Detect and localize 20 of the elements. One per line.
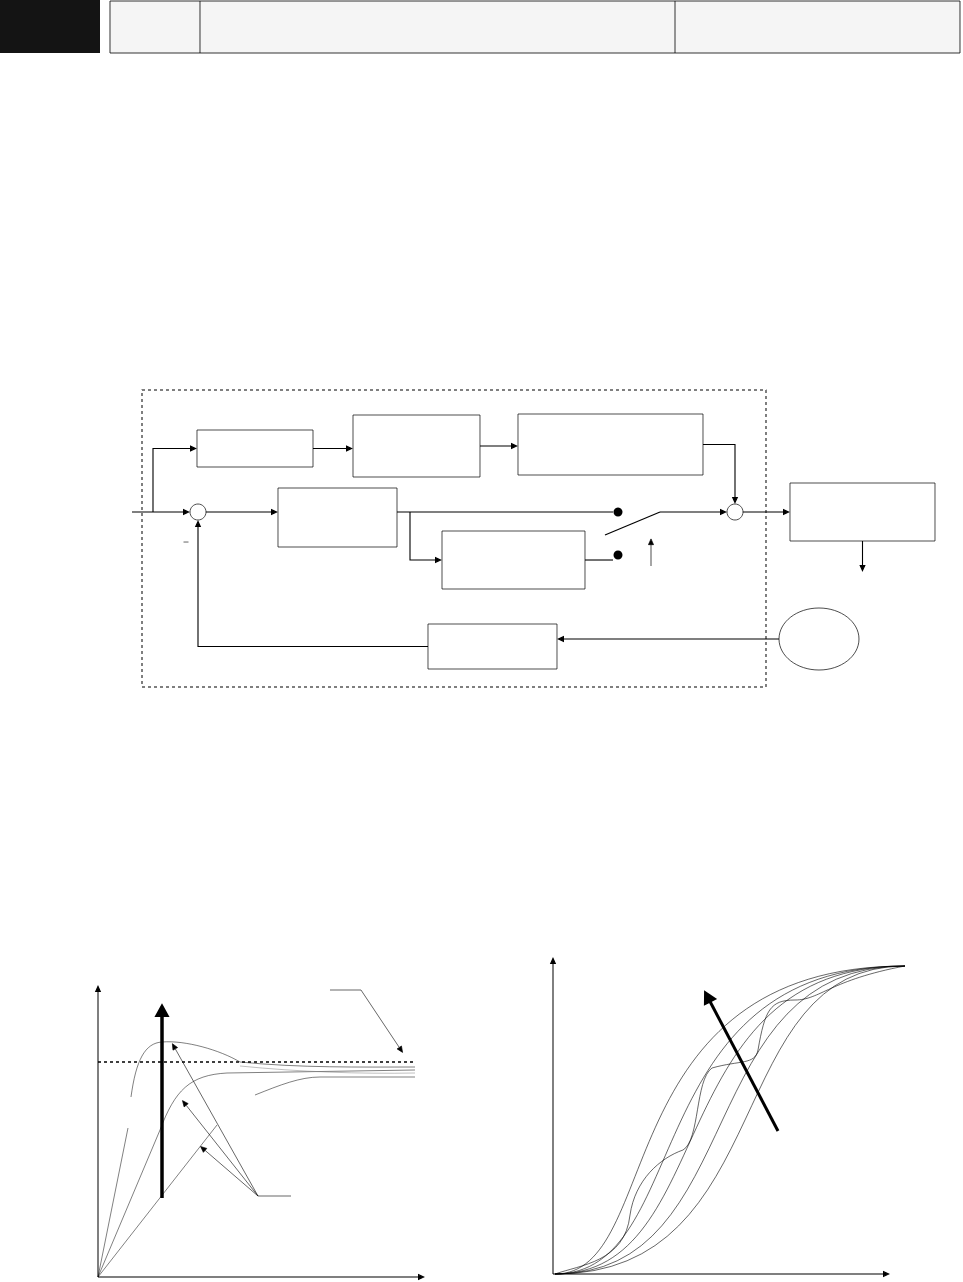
arrow [152, 445, 197, 513]
minus-sign: – [183, 541, 189, 543]
block-box [789, 482, 936, 542]
arrow [194, 520, 429, 648]
block-box [277, 487, 398, 548]
summing-junction [189, 503, 207, 521]
block-box [517, 413, 704, 476]
connector-line [584, 559, 614, 561]
summing-junction [726, 503, 744, 521]
arrow [859, 540, 866, 572]
block-box [352, 414, 481, 478]
block-box [427, 623, 558, 670]
switch-symbol [604, 507, 661, 567]
block-box [441, 530, 586, 590]
dashed-frame [141, 389, 767, 688]
connector-line [396, 511, 614, 513]
arrow [312, 445, 353, 452]
block-box [196, 429, 314, 468]
arrow [702, 443, 739, 504]
oval-symbol [778, 607, 860, 671]
